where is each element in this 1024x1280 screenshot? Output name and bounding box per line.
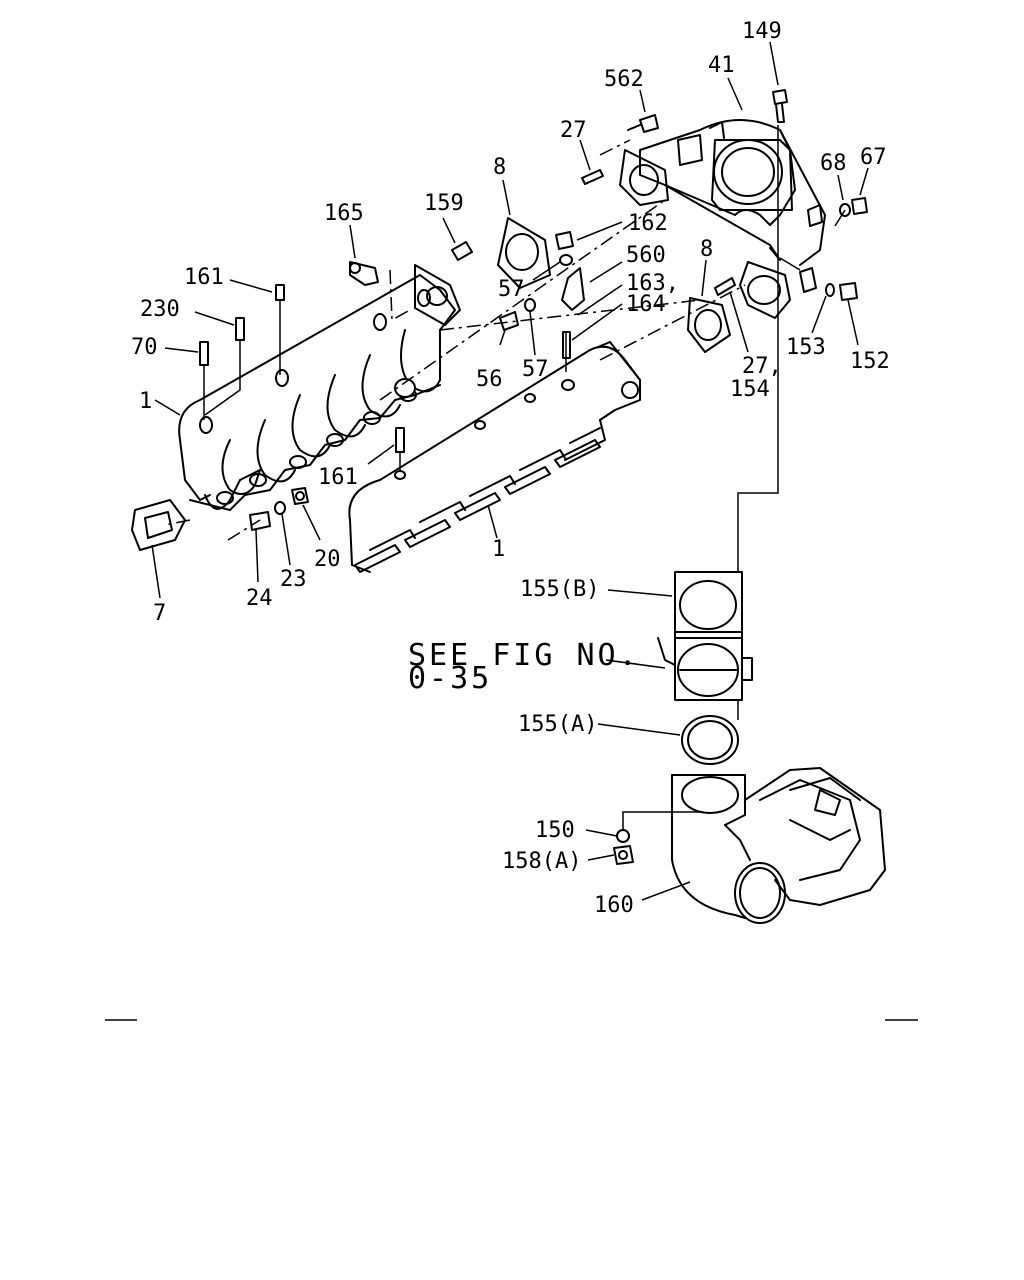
leader-lines <box>151 41 869 901</box>
label-560: 560 <box>626 243 666 268</box>
label-27-154: 27, <box>742 354 782 379</box>
label-70: 70 <box>131 335 158 360</box>
washer-23 <box>274 501 286 515</box>
assembly-lines <box>164 125 846 830</box>
label-149: 149 <box>742 19 782 44</box>
stud-165 <box>349 261 379 286</box>
label-562: 562 <box>604 67 644 92</box>
plug-152 <box>839 282 858 301</box>
stud-27-upper <box>581 169 604 185</box>
gasket-155a <box>681 715 739 765</box>
label-161-lower: 161 <box>318 465 358 490</box>
exhaust-manifold-lower <box>348 341 641 573</box>
label-24: 24 <box>246 586 273 611</box>
label-23: 23 <box>280 567 307 592</box>
washer-150 <box>616 829 630 843</box>
bolt-149 <box>772 89 788 123</box>
label-160: 160 <box>594 893 634 918</box>
label-41: 41 <box>708 53 735 78</box>
label-1-upper: 1 <box>139 389 152 414</box>
gasket-153 <box>799 267 817 293</box>
exhaust-pipe-160 <box>671 774 786 924</box>
nut-67 <box>851 197 868 215</box>
label-68: 68 <box>820 151 847 176</box>
gasket-8-right <box>687 297 731 353</box>
bolt-562 <box>627 114 659 133</box>
washer-57-upper <box>559 254 573 266</box>
label-230: 230 <box>140 297 180 322</box>
label-165: 165 <box>324 201 364 226</box>
label-162: 162 <box>628 211 668 236</box>
label-163: 163, <box>626 271 679 296</box>
label-155a: 155(A) <box>518 712 597 737</box>
exhaust-outlet-housing-41 <box>639 119 826 266</box>
label-154: 154 <box>730 377 770 402</box>
label-56: 56 <box>476 367 503 392</box>
gasket-7 <box>131 499 186 551</box>
label-67: 67 <box>860 145 887 170</box>
label-159: 159 <box>424 191 464 216</box>
exhaust-manifold-upper <box>178 264 461 511</box>
nut-162 <box>555 231 574 250</box>
stud-161-upper <box>275 284 285 301</box>
label-164: 164 <box>626 292 666 317</box>
exhaust-brake-valve <box>657 631 753 701</box>
gasket-8-left <box>497 217 551 289</box>
label-150: 150 <box>535 818 575 843</box>
label-7: 7 <box>153 601 166 626</box>
label-153: 153 <box>786 335 826 360</box>
stud-230 <box>235 317 245 341</box>
nut-68 <box>839 203 851 217</box>
label-20: 20 <box>314 547 341 572</box>
washer-57-lower <box>524 298 536 312</box>
label-57-upper: 57 <box>498 277 525 302</box>
label-8-right: 8 <box>700 237 713 262</box>
bracket-560 <box>561 267 585 311</box>
reference-note: SEE FIG NO. 0-35 <box>408 638 640 696</box>
sensor-159 <box>451 241 473 261</box>
reference-line-2: 0-35 <box>408 661 492 696</box>
label-57-lower: 57 <box>522 357 549 382</box>
bolt-56 <box>499 311 519 331</box>
label-27-upper: 27 <box>560 118 587 143</box>
label-8-left: 8 <box>493 155 506 180</box>
reference-line-1: SEE FIG NO. <box>408 638 640 673</box>
stud-161-lower <box>395 427 405 453</box>
label-161-upper: 161 <box>184 265 224 290</box>
label-155b: 155(B) <box>520 577 599 602</box>
part-labels: 149 41 562 27 68 67 8 165 159 162 560 8 … <box>131 19 890 918</box>
muffler-body <box>744 767 886 906</box>
nut-158a <box>613 845 634 865</box>
label-152: 152 <box>850 349 890 374</box>
flange-gasket-upper <box>619 149 669 206</box>
washer-153 <box>825 283 835 297</box>
stud-70 <box>199 341 209 366</box>
right-flange <box>739 261 791 319</box>
stud-163 <box>562 331 571 359</box>
stud-27-right <box>714 277 736 296</box>
label-1-lower: 1 <box>492 537 505 562</box>
gasket-155b <box>674 571 743 639</box>
nut-20 <box>291 487 309 505</box>
label-158a: 158(A) <box>502 849 581 874</box>
spacer-24 <box>249 511 271 531</box>
